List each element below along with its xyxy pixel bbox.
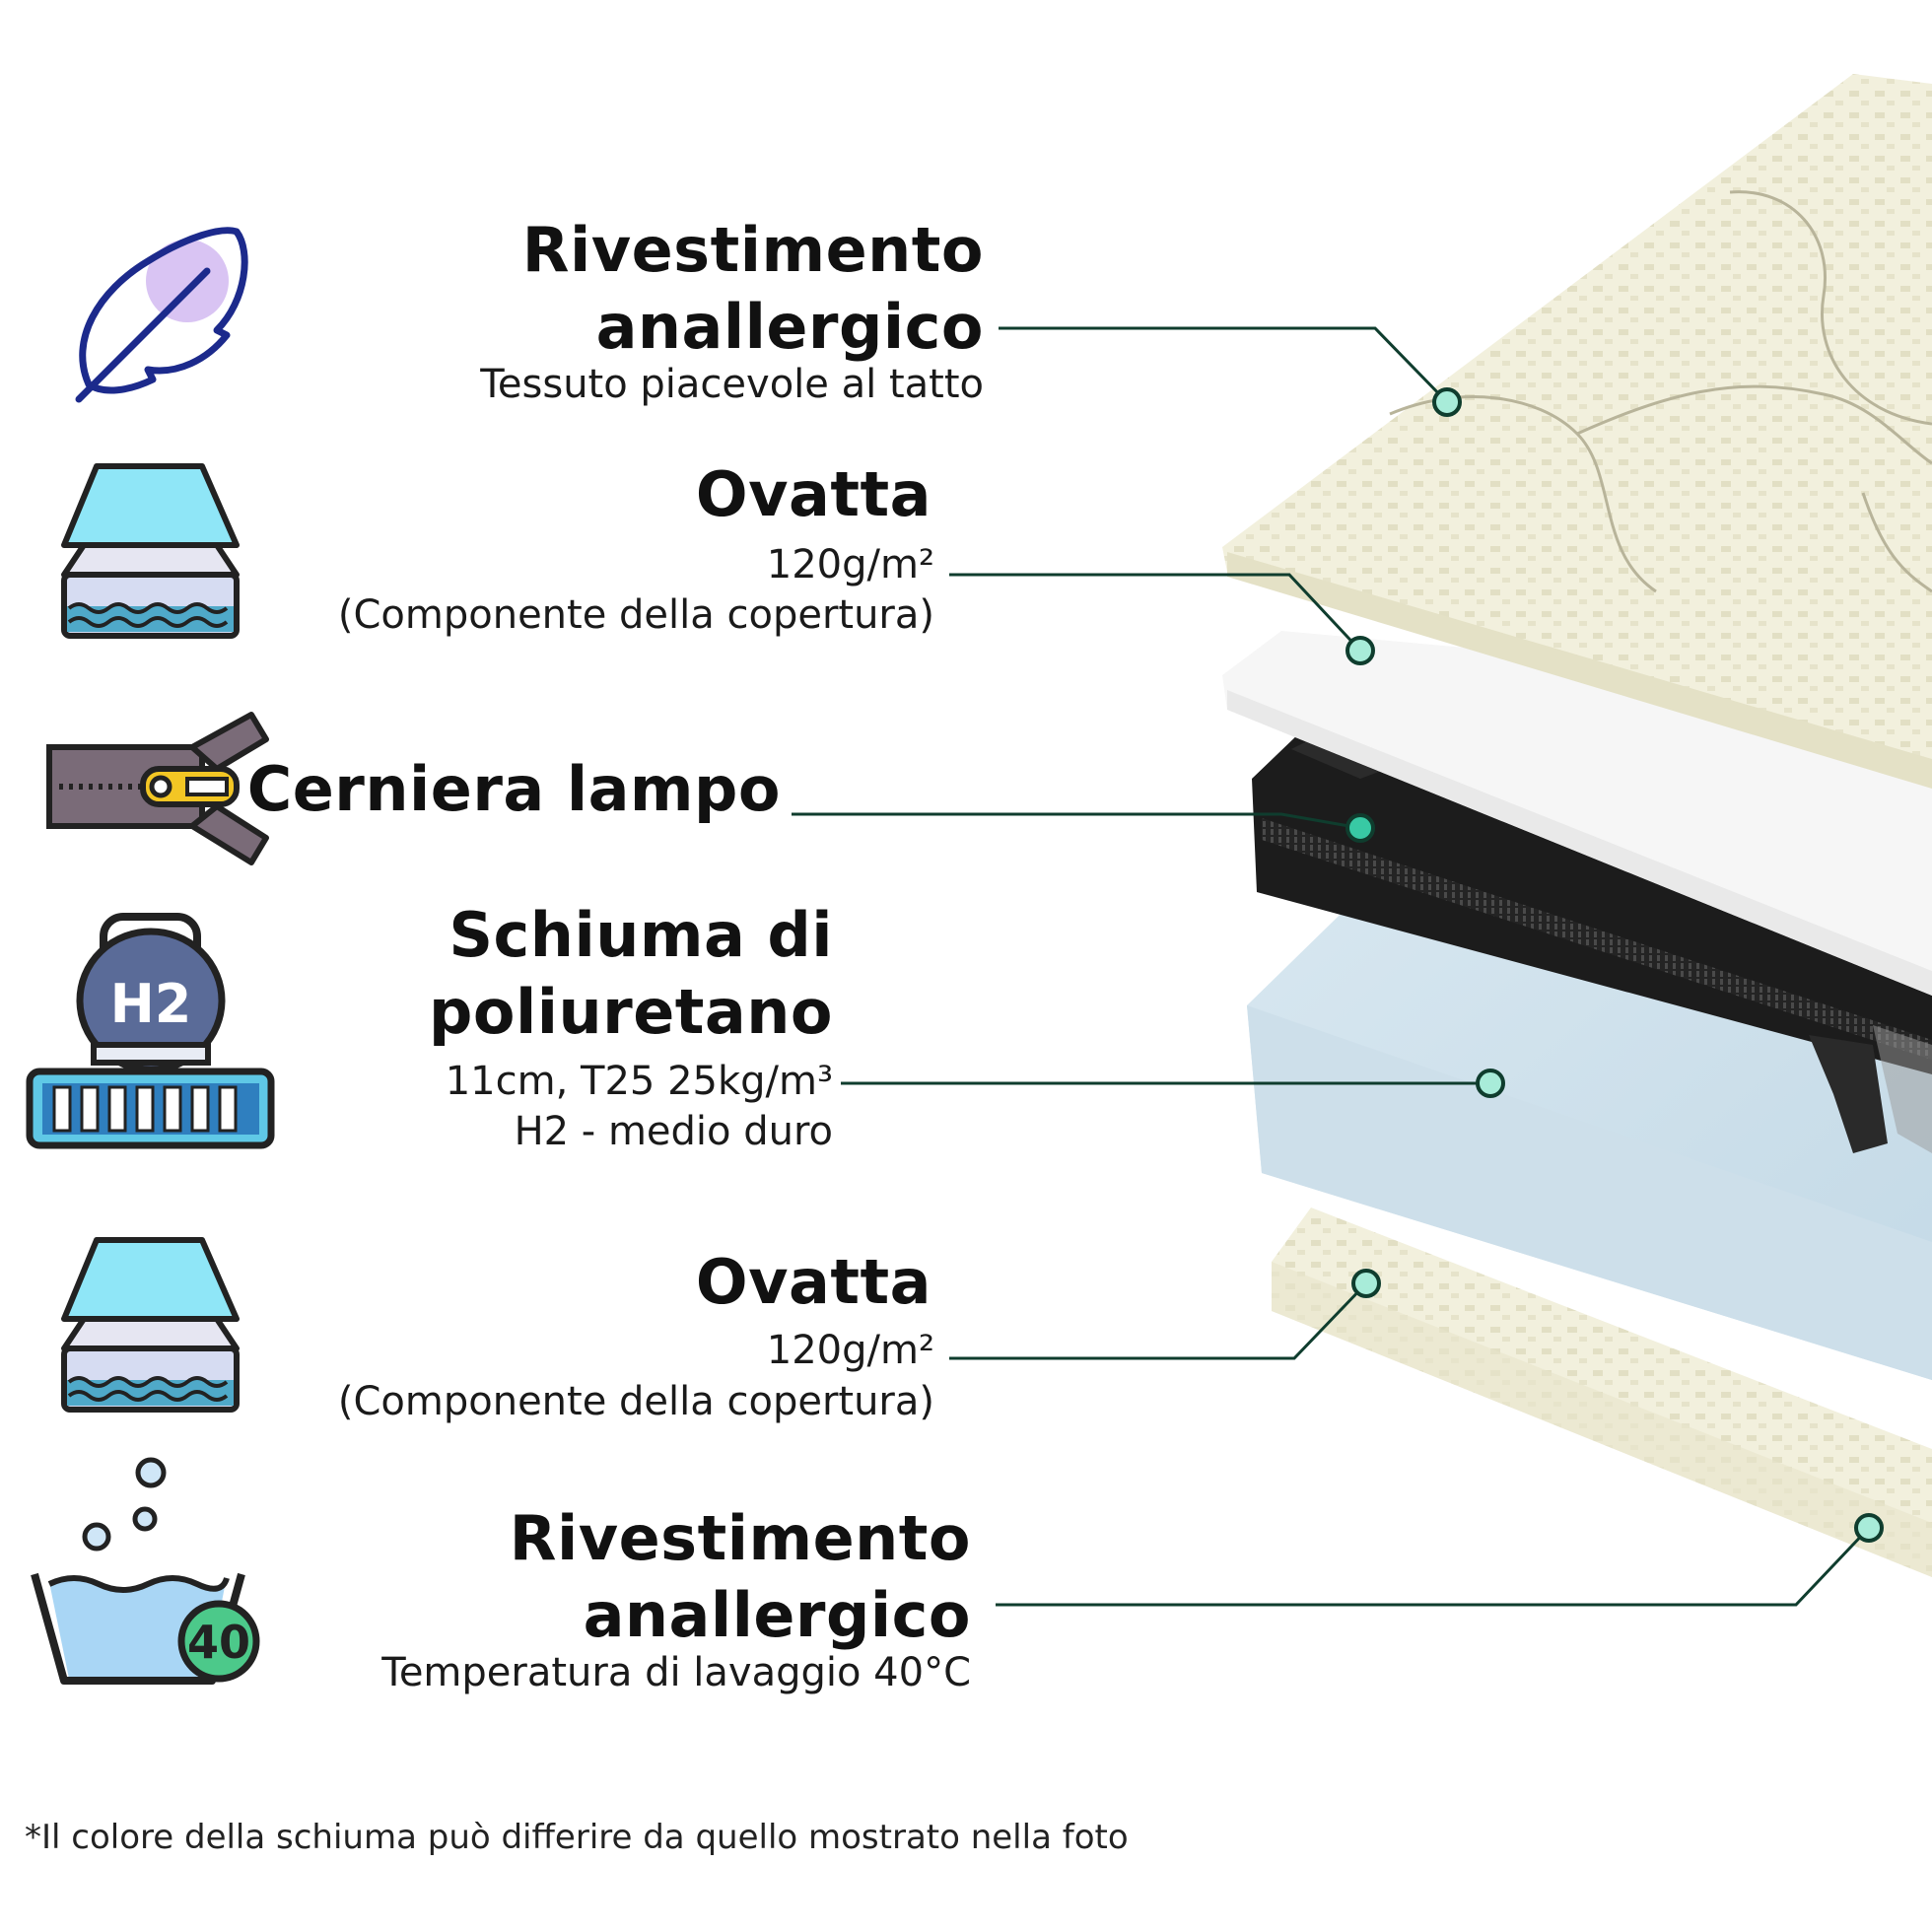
wadding-top-weight: 120g/m²: [766, 542, 934, 587]
top-cover-layer: [1222, 74, 1932, 789]
zipper-icon: [46, 712, 269, 865]
cover-bottom-title-line1: Rivestimento: [509, 1502, 971, 1574]
cover-bottom-title-line2: anallergico: [583, 1579, 971, 1651]
leader-line-wadding-top: [949, 573, 1362, 653]
foam-title-line1: Schiuma di: [448, 899, 833, 971]
zipper-title: Cerniera lampo: [246, 753, 781, 825]
kettlebell-icon: H2: [26, 913, 275, 1149]
dot-foam: [1476, 1069, 1505, 1098]
leader-dots: [1346, 387, 1884, 1543]
leader-line-cover-top: [999, 326, 1449, 404]
foam-firmness: H2 - medio duro: [514, 1109, 833, 1154]
dot-cover-top: [1432, 387, 1462, 417]
dot-cover-bottom: [1854, 1513, 1884, 1543]
kettlebell-badge: H2: [110, 973, 192, 1035]
cover-bottom-subtitle: Temperatura di lavaggio 40°C: [381, 1650, 971, 1695]
wadding-top-title: Ovatta: [695, 458, 932, 530]
wadding-top-note: (Componente della copertura): [337, 592, 934, 638]
dot-wadding-top: [1346, 636, 1375, 665]
leader-line-zipper: [792, 812, 1361, 830]
wadding-bottom-weight: 120g/m²: [766, 1328, 934, 1373]
cover-top-subtitle: Tessuto piacevole al tatto: [480, 362, 984, 407]
footnote: *Il colore della schiuma può differire d…: [25, 1818, 1129, 1857]
cover-top-title-line2: anallergico: [595, 291, 984, 363]
dot-wadding-bottom: [1351, 1269, 1381, 1298]
zipper-band: [1252, 731, 1932, 1153]
wadding-bottom-title: Ovatta: [695, 1246, 932, 1318]
leader-line-cover-bottom: [996, 1526, 1871, 1607]
wash-temperature-badge: 40: [187, 1616, 250, 1669]
cover-top-title: Rivestimento anallergico: [522, 212, 984, 366]
cover-top-title-line1: Rivestimento: [521, 214, 984, 286]
foam-title: Schiuma di poliuretano: [429, 897, 833, 1051]
wash-basin-icon: 40: [31, 1457, 260, 1685]
cover-bottom-title: Rivestimento anallergico: [510, 1500, 971, 1654]
foam-title-line2: poliuretano: [429, 976, 833, 1048]
layers-icon: [61, 1237, 240, 1413]
wadding-bottom-note: (Componente della copertura): [337, 1379, 934, 1424]
leader-line-wadding-bottom: [949, 1281, 1368, 1360]
bottom-cover-layer: [1272, 1208, 1932, 1577]
dot-zipper: [1346, 813, 1375, 843]
layers-icon: [61, 463, 240, 639]
foam-spec: 11cm, T25 25kg/m³: [445, 1059, 833, 1104]
feather-icon: [75, 227, 248, 403]
leader-lines: [792, 326, 1871, 1607]
